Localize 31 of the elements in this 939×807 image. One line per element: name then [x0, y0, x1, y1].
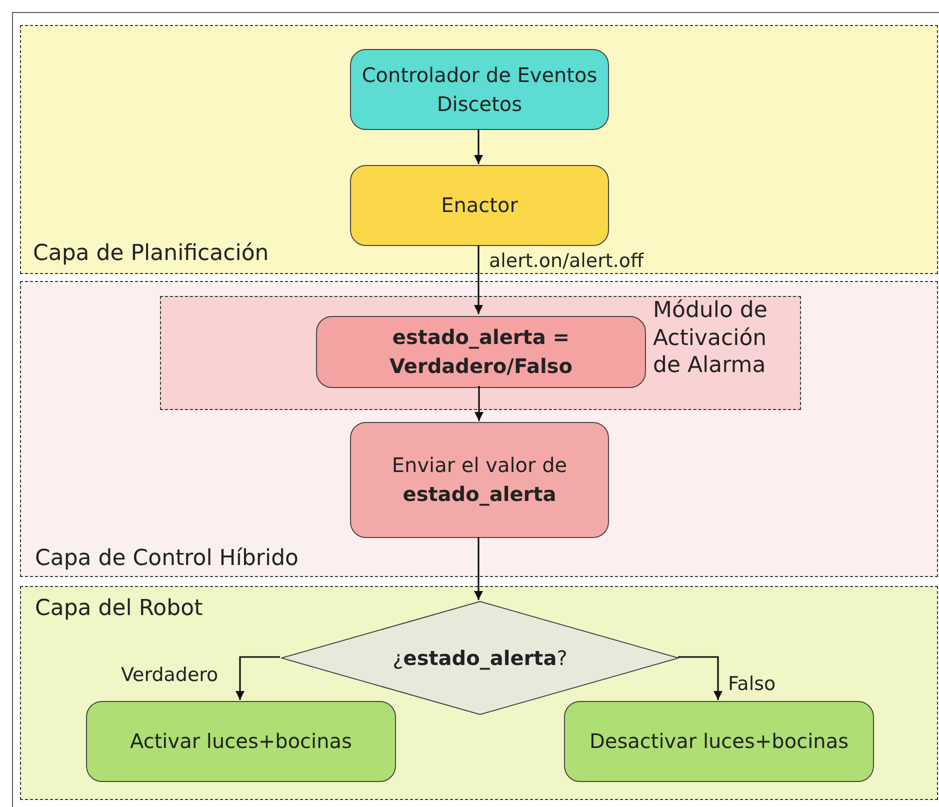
layer-band: [20, 586, 938, 800]
layer-title: Módulo de Activación de Alarma: [653, 297, 768, 380]
layer-band: [160, 296, 801, 410]
arrow: [474, 537, 483, 600]
process-box: [86, 701, 396, 782]
box-text: Activar luces+bocinas: [130, 728, 352, 755]
decision-text: ¿estado_alerta?: [392, 644, 568, 672]
arrow: [474, 386, 484, 421]
box-text: Enactor: [441, 192, 518, 219]
edge-label: Verdadero: [121, 664, 218, 686]
decision-diamond: [281, 601, 679, 715]
box-text: Enviar el valor de estado_alerta: [390, 452, 568, 508]
layer-title: Capa de Control Híbrido: [35, 544, 298, 572]
box-text: Desactivar luces+bocinas: [590, 728, 848, 755]
process-box: [316, 316, 646, 388]
layer-title: Capa del Robot: [35, 595, 203, 622]
process-box: [564, 701, 874, 782]
box-text: estado_alerta = Verdadero/Falso: [388, 324, 574, 380]
layer-band: [20, 281, 938, 577]
layer-title: Capa de Planificación: [33, 240, 269, 267]
arrow: [236, 656, 280, 700]
arrow: [474, 129, 483, 164]
arrow: [474, 245, 483, 314]
edge-label: Falso: [728, 673, 776, 695]
box-text: Controlador de Eventos Discetos: [361, 62, 598, 118]
layer-band: [20, 25, 938, 274]
arrow: [678, 656, 722, 700]
process-box: [350, 422, 609, 538]
edge-label: alert.on/alert.off: [489, 250, 644, 272]
process-box: [350, 49, 609, 130]
process-box: [350, 165, 609, 246]
